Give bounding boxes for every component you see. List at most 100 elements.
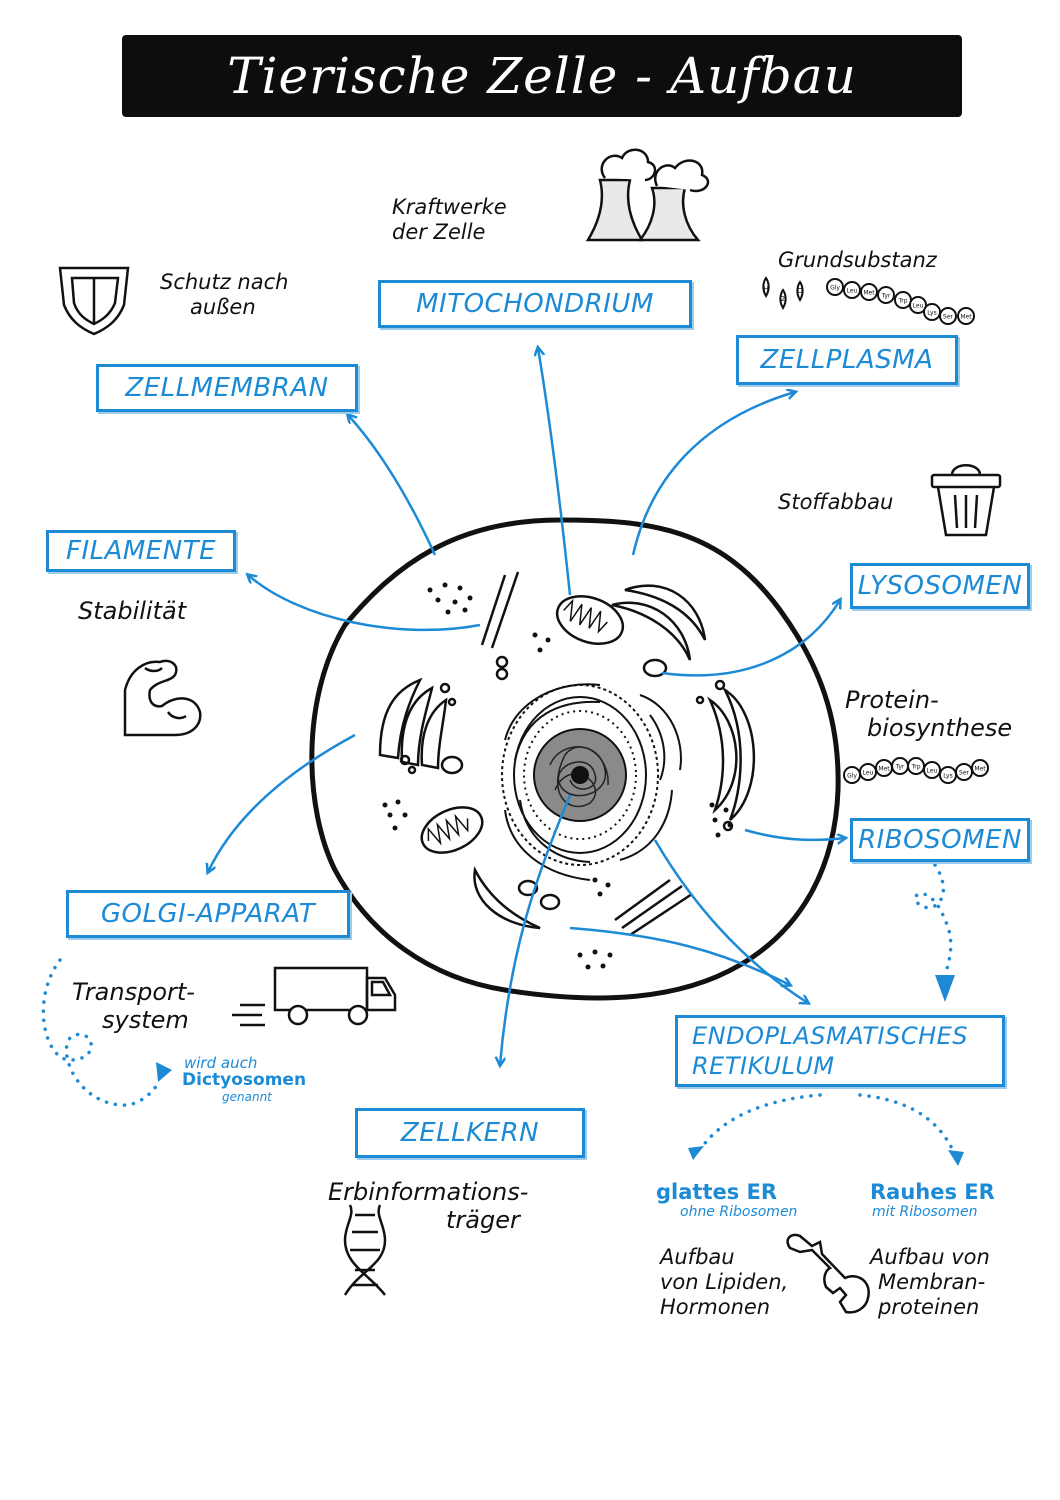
label-lysosomen: LYSOSOMEN [850,563,1030,609]
er-rau-function-line-3: proteinen [878,1295,980,1319]
ribosomen-label-text: RIBOSOMEN [858,825,1022,855]
vesicles [440,655,668,911]
arrow-mitochondrium [538,348,572,596]
ribosome-dots [382,582,733,970]
note-golgi: Transport- system [72,978,195,1034]
mitochondrion-1 [555,595,625,645]
golgi-drawing [378,677,457,775]
er-glatt-title: glattes ER [656,1180,778,1204]
water-label: O [797,287,803,295]
note-zellkern-line-1: Erbinformations- [328,1178,529,1206]
zellplasma-label-text: ZELLPLASMA [760,345,934,375]
note-lysosomen-text: Stoffabbau [778,490,894,514]
golgi-drawing-top [611,584,707,661]
arrow-er-2 [569,926,790,985]
label-zellplasma: ZELLPLASMA [736,335,958,385]
amino-acid-label: Gly [830,285,840,292]
golgi-alias-line-1: wird auch [184,1054,258,1072]
amino-acid-label: Tyr [895,764,905,771]
note-zellmembran-line-2: außen [190,295,256,319]
amino-acid-label: Met [960,314,972,321]
er-rau-function-line-1: Aufbau von [870,1245,990,1269]
note-zellplasma-text: Grundsubstanz [778,248,937,272]
amino-acid-bead [971,759,989,777]
er-type-glatt: glattes ER ohne Ribosomen [656,1180,797,1220]
title-bar: Tierische Zelle - Aufbau [122,35,962,117]
golgi-drawing-right [695,679,756,832]
golgi-drawing-bottom [473,866,541,930]
mitochondrion-2 [420,806,484,854]
amino-acid-label: Gly [847,773,857,780]
dna-icon [343,1204,387,1296]
truck-icon [232,966,397,1027]
amino-acid-bead [923,761,941,779]
er-rau-title: Rauhes ER [870,1180,995,1204]
note-mitochondrium: Kraftwerke der Zelle [392,195,507,245]
note-golgi-line-2: system [102,1006,189,1034]
amino-acid-bead [877,286,895,304]
arrow-zellmembran [348,415,437,556]
note-ribosomen-line-2: biosynthese [867,714,1013,742]
power-plant-icon [585,148,710,242]
amino-acid-label: Trp [910,764,920,771]
er-left-arrowhead [688,1146,704,1160]
amino-acid-bead [860,283,878,301]
amino-acid-bead [939,307,957,325]
label-filamente: FILAMENTE [46,530,236,572]
note-mitochondrium-line-1: Kraftwerke [392,195,507,219]
pointer-arrows [208,348,845,1065]
amino-acid-label: Tyr [881,293,891,300]
label-ribosomen: RIBOSOMEN [850,818,1030,862]
amino-acid-label: Ser [943,314,954,321]
er-glatt-function-line-3: Hormonen [660,1295,771,1319]
note-ribosomen: Protein- biosynthese [845,686,1012,742]
label-zellmembran: ZELLMEMBRAN [96,364,358,412]
golgi-alias-arrowhead [156,1062,172,1082]
er-rau-function-line-2: Membran- [878,1270,986,1294]
amino-acid-label: Met [878,766,890,773]
er-glatt-function-line-2: von Lipiden, [660,1270,789,1294]
note-ribosomen-line-1: Protein- [845,686,939,714]
note-mitochondrium-line-2: der Zelle [392,220,486,244]
amino-acid-label: Leu [927,768,938,775]
label-mitochondrium: MITOCHONDRIUM [378,280,692,328]
amino-acid-label: Lys [927,310,936,317]
water-label: H [763,285,768,293]
note-zellkern-line-2: träger [446,1206,520,1234]
filamente-label-text: FILAMENTE [65,536,216,566]
label-endoplasmatisches-retikulum: ENDOPLASMATISCHES RETIKULUM [675,1015,1005,1087]
er-glatt-function-line-1: Aufbau [660,1245,735,1269]
lysosomen-label-text: LYSOSOMEN [857,571,1023,601]
er-glatt-function: Aufbau von Lipiden, Hormonen [660,1245,788,1320]
amino-acid-label: Trp [897,298,907,305]
filament-lines [480,571,693,937]
shield-icon [58,266,130,336]
label-golgi-apparat: GOLGI-APPARAT [66,890,350,938]
amino-acid-bead [826,278,844,296]
rough-er-drawing [504,683,682,881]
zellkern-label-text: ZELLKERN [400,1118,540,1148]
water-label: 2 [781,295,785,303]
arrow-zellplasma [631,392,795,556]
arrow-zellkern [500,794,572,1065]
er-rau-function: Aufbau von Membran- proteinen [870,1245,990,1320]
arrow-lysosomen [661,600,840,677]
note-golgi-line-1: Transport- [72,978,195,1006]
note-lysosomen: Stoffabbau [778,490,893,515]
golgi-alias-line-2: Dictyosomen [182,1070,307,1090]
amino-acid-label: Lys [943,773,952,780]
amino-acid-bead [843,281,861,299]
amino-acid-label: Leu [863,770,874,777]
dotted-arrows [41,863,957,1157]
golgi-alias-line-3: genannt [222,1090,272,1104]
label-zellkern: ZELLKERN [355,1108,585,1158]
amino-acid-label: Leu [847,288,858,295]
golgi-label-text: GOLGI-APPARAT [100,899,316,929]
flexed-arm-icon [123,659,202,737]
note-golgi-alias: wird auch Dictyosomen genannt [182,1055,306,1106]
note-zellkern: Erbinformations- träger [328,1178,528,1234]
amino-acid-label: Leu [913,303,924,310]
